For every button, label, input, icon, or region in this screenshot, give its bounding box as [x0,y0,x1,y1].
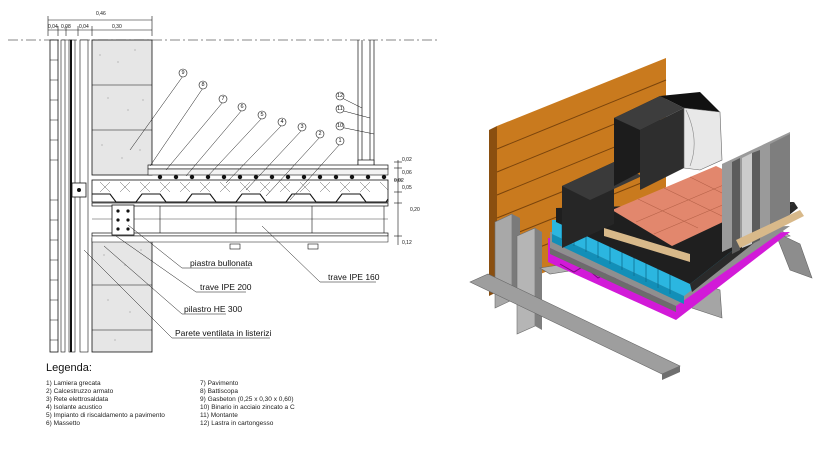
label-trave-ipe200: trave IPE 200 [200,282,252,292]
legend-item: 4) Isolante acustico [46,404,103,411]
callout-7: 7 [221,96,224,102]
legend-item: 7) Pavimento [200,380,239,387]
callout-12: 12 [337,93,343,99]
callout-leaders [129,75,375,201]
dim-h1: 0,02 [402,157,412,163]
dim-h6: 0,12 [402,240,412,246]
dim-c: 0,04 [79,24,89,30]
dimension-chain-top [47,16,153,36]
label-trave-ipe160: trave IPE 160 [328,272,380,282]
dim-h3: 0,02 [394,178,404,184]
axonometric-view [469,58,813,380]
dim-d: 0,30 [112,24,122,30]
legend-item: 11) Montante [200,412,238,419]
callout-markers [178,68,345,146]
callout-1: 1 [338,138,341,144]
label-leaders [83,224,376,339]
section-drawing: 0,46 0,04 0,08 0,04 0,30 [8,11,440,353]
dim-h2: 0,06 [402,170,412,176]
legend-column-left: 1) Lamiera grecata 2) Calcestruzzo armat… [46,380,165,428]
ventilated-wall [49,39,89,353]
callout-8: 8 [201,82,204,88]
label-parete-ventilata: Parete ventilata in listerizi [175,328,271,338]
callout-10: 10 [337,123,343,129]
floor-layers [91,164,389,203]
gasbeton-wall-3d [562,92,723,248]
legend-item: 9) Gasbeton (0,25 x 0,30 x 0,60) [200,396,294,403]
legend-item: 6) Massetto [46,420,80,427]
label-pilastro-he300: pilastro HE 300 [184,304,242,314]
dimension-chain-right [394,160,402,245]
legend-item: 1) Lamiera grecata [46,380,101,387]
legend-title: Legenda: [46,362,92,374]
gasbeton-blocks [91,39,153,353]
legend-item: 3) Rete elettrosaldata [46,396,109,403]
drywall-partition [357,40,375,167]
dim-total: 0,46 [96,11,106,17]
legend-column-right: 7) Pavimento 8) Battiscopa 9) Gasbeton (… [200,380,295,428]
callout-9: 9 [181,70,184,76]
callout-5: 5 [260,112,263,118]
legend-item: 10) Binario in acciaio zincato a C [200,404,295,411]
callout-11: 11 [337,106,343,112]
legend-item: 2) Calcestruzzo armato [46,388,114,395]
legend-item: 12) Lastra in cartongesso [200,420,274,427]
legend: Legenda: 1) Lamiera grecata 2) Calcestru… [46,362,446,442]
callout-6: 6 [240,104,243,110]
callout-3: 3 [300,124,303,130]
legend-item: 5) Impianto di riscaldamento a pavimento [46,412,165,419]
dim-h5: 0,20 [410,207,420,213]
callout-2: 2 [318,131,321,137]
dim-h4: 0,05 [402,185,412,191]
steel-beams [91,202,389,250]
callout-4: 4 [280,119,283,125]
dim-a: 0,04 [48,24,58,30]
dim-b: 0,08 [61,24,71,30]
callout-numbers: 9 8 7 6 5 4 3 2 1 12 11 10 [181,70,343,144]
label-piastra-bullonata: piastra bullonata [190,258,253,268]
legend-item: 8) Battiscopa [200,388,238,395]
drywall-3d [604,132,804,262]
